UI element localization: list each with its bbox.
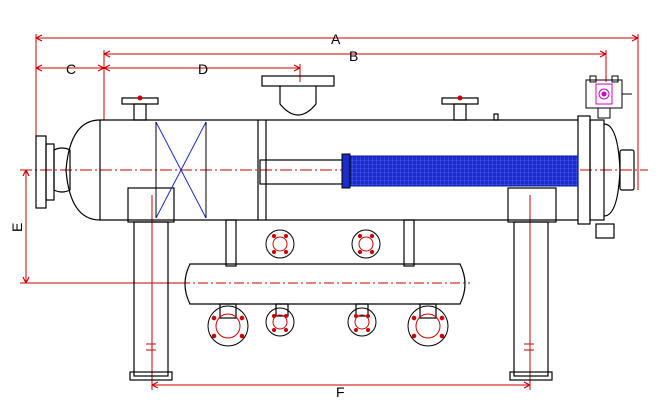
dimension-label-f: F (336, 384, 345, 400)
demister-pad (155, 121, 207, 219)
top-nozzle-flanges (137, 95, 463, 101)
vessel (35, 75, 635, 381)
dimension-label-a: A (331, 31, 341, 47)
dimension-label-e: E (9, 223, 25, 232)
dimension-lines (20, 34, 648, 390)
header-ports-bottom (207, 305, 449, 347)
dimension-label-c: C (66, 61, 76, 77)
leg-break-marks (146, 343, 534, 351)
dimension-label-b: B (349, 48, 358, 64)
dimension-label-d: D (198, 61, 208, 77)
dimension-ticks (22, 34, 639, 389)
relief-valve-icon (585, 75, 632, 119)
header-ports-top (265, 229, 381, 259)
filter-element (341, 153, 579, 189)
